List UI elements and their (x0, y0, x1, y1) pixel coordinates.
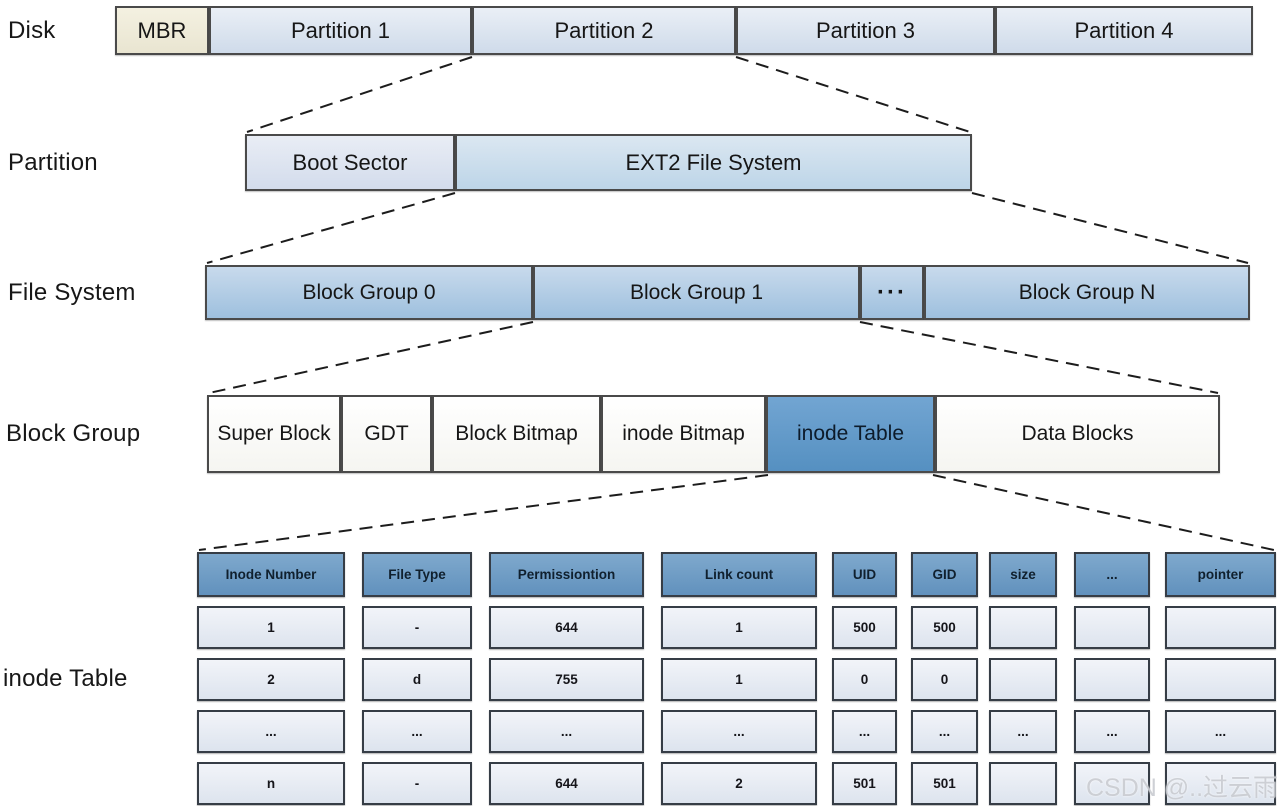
block-group-segment-inode-table: inode Table (766, 395, 935, 473)
inode-cell: 501 (911, 762, 978, 805)
inode-cell: n (197, 762, 345, 805)
block-group-segment-block-bitmap: Block Bitmap (432, 395, 601, 473)
inode-cell: ... (832, 710, 897, 753)
inode-cell: 1 (197, 606, 345, 649)
inode-column-link-count: Link count 1 1 ... 2 (661, 552, 817, 805)
inode-cell (1074, 658, 1150, 701)
inode-cell: 1 (661, 658, 817, 701)
inode-header-cell: Permissiontion (489, 552, 644, 597)
inode-header-cell: File Type (362, 552, 472, 597)
label-block-group: Block Group (6, 420, 141, 447)
dashed-connector (198, 474, 769, 551)
inode-cell (989, 606, 1057, 649)
inode-cell: 644 (489, 762, 644, 805)
file-system-segment-block-group-0: Block Group 0 (205, 265, 533, 320)
inode-cell: ... (197, 710, 345, 753)
disk-segment-partition-4: Partition 4 (995, 6, 1253, 55)
inode-cell: - (362, 606, 472, 649)
dashed-connector (206, 192, 456, 264)
inode-column-gid: GID 500 0 ... 501 (911, 552, 978, 805)
inode-cell (989, 762, 1057, 805)
csdn-watermark: CSDN @..过云雨 (1086, 774, 1279, 802)
block-group-segment-super-block: Super Block (207, 395, 341, 473)
inode-column-ellipsis: ... ... (1074, 552, 1150, 805)
inode-cell: ... (1074, 710, 1150, 753)
label-inode-table: inode Table (3, 665, 128, 692)
dashed-connector (246, 56, 473, 133)
partition-segment-boot-sector: Boot Sector (245, 134, 455, 191)
dashed-connector (735, 56, 971, 133)
inode-cell: 500 (911, 606, 978, 649)
inode-cell: 501 (832, 762, 897, 805)
disk-segment-mbr: MBR (115, 6, 209, 55)
file-system-segment-block-group-n: Block Group N (924, 265, 1250, 320)
inode-cell: - (362, 762, 472, 805)
inode-cell: 0 (911, 658, 978, 701)
block-group-segment-inode-bitmap: inode Bitmap (601, 395, 766, 473)
inode-cell: 644 (489, 606, 644, 649)
inode-cell: 2 (661, 762, 817, 805)
inode-column-file-type: File Type - d ... - (362, 552, 472, 805)
label-partition: Partition (8, 149, 98, 176)
inode-column-uid: UID 500 0 ... 501 (832, 552, 897, 805)
dashed-connector (208, 321, 534, 394)
inode-header-cell: size (989, 552, 1057, 597)
inode-cell (989, 658, 1057, 701)
dashed-connector (932, 474, 1275, 551)
inode-cell: 500 (832, 606, 897, 649)
dashed-connector (971, 192, 1249, 264)
file-system-segment-block-group-1: Block Group 1 (533, 265, 860, 320)
inode-cell: ... (989, 710, 1057, 753)
inode-column-inode-number: Inode Number 1 2 ... n (197, 552, 345, 805)
inode-cell: 755 (489, 658, 644, 701)
dashed-connector (859, 321, 1219, 394)
disk-segment-partition-2: Partition 2 (472, 6, 736, 55)
inode-cell: ... (1165, 710, 1276, 753)
inode-cell: ... (911, 710, 978, 753)
inode-cell: ... (362, 710, 472, 753)
inode-header-cell: Link count (661, 552, 817, 597)
partition-segment-ext2: EXT2 File System (455, 134, 972, 191)
inode-cell (1074, 606, 1150, 649)
inode-header-cell: UID (832, 552, 897, 597)
inode-column-pointer: pointer ... (1165, 552, 1276, 805)
inode-header-cell: Inode Number (197, 552, 345, 597)
block-group-segment-gdt: GDT (341, 395, 432, 473)
inode-cell (1165, 762, 1276, 805)
label-file-system: File System (8, 279, 136, 306)
inode-cell (1165, 658, 1276, 701)
label-disk: Disk (8, 17, 56, 44)
inode-cell: 2 (197, 658, 345, 701)
inode-header-cell: pointer (1165, 552, 1276, 597)
inode-cell (1074, 762, 1150, 805)
inode-column-size: size ... (989, 552, 1057, 805)
inode-header-cell: ... (1074, 552, 1150, 597)
inode-header-cell: GID (911, 552, 978, 597)
disk-segment-partition-3: Partition 3 (736, 6, 995, 55)
inode-cell (1165, 606, 1276, 649)
disk-segment-partition-1: Partition 1 (209, 6, 472, 55)
inode-cell: d (362, 658, 472, 701)
inode-cell: ... (489, 710, 644, 753)
inode-cell: ... (661, 710, 817, 753)
block-group-segment-data-blocks: Data Blocks (935, 395, 1220, 473)
inode-cell: 0 (832, 658, 897, 701)
inode-column-permission: Permissiontion 644 755 ... 644 (489, 552, 644, 805)
inode-cell: 1 (661, 606, 817, 649)
file-system-segment-ellipsis: ··· (860, 265, 924, 320)
